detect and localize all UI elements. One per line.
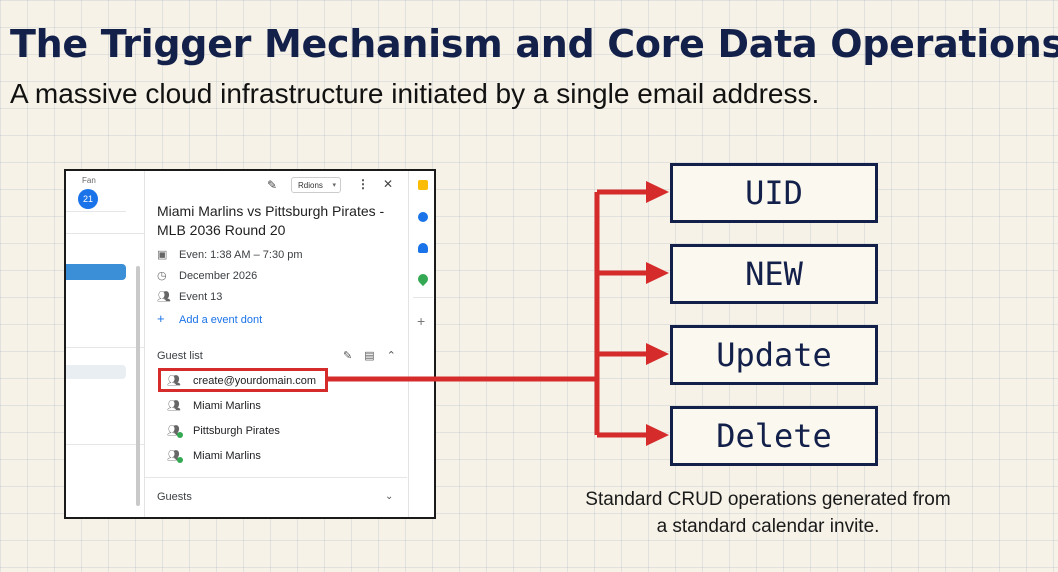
options-dropdown[interactable]: Rdions ▾ [291,177,341,193]
event-title: Miami Marlins vs Pittsburgh Pirates - ML… [157,203,385,238]
chevron-up-icon[interactable]: ⌃ [386,350,396,362]
divider [66,444,144,445]
event-date-row: ◷ December 2026 [157,269,257,282]
calendar-event-window: Fan 21 ✎ Rdions ▾ ⋮ ✕ Miami Marlins vs P… [64,169,436,519]
clock-icon: ◷ [157,270,167,282]
plus-icon: + [157,311,165,326]
edit-icon[interactable]: ✎ [343,350,353,362]
arrowhead [646,262,669,284]
guest-name: Miami Marlins [193,400,261,412]
arrowhead [646,424,669,446]
guests-section-label[interactable]: Guests [157,491,192,503]
page-title: The Trigger Mechanism and Core Data Oper… [10,22,1058,66]
more-vert-icon[interactable]: ⋮ [357,177,369,191]
guest-name: Miami Marlins [193,450,261,462]
operation-box-delete: Delete [670,406,878,466]
online-status-dot [177,432,183,438]
divider [66,347,144,348]
chevron-down-icon: ▾ [332,182,336,189]
guest-list-actions: ✎ ▤ ⌃ [331,349,396,362]
add-event-row[interactable]: + Add a event dont [157,311,262,326]
arrowhead [646,343,669,365]
crud-caption: Standard CRUD operations generated from … [585,489,951,537]
event-time: Even: 1:38 AM – 7:30 pm [179,249,303,261]
add-addon-icon[interactable]: + [417,313,426,329]
person-icon: 👥︎ [167,424,193,438]
event-time-row: ▣ Even: 1:38 AM – 7:30 pm [157,248,303,261]
calendar-day-column: Fan 21 [66,171,145,517]
calendar-event-block[interactable] [66,365,126,379]
divider [413,297,433,298]
event-count-row: 👥︎ Event 13 [157,290,222,303]
scrollbar[interactable] [136,266,140,506]
event-detail-panel: ✎ Rdions ▾ ⋮ ✕ Miami Marlins vs Pittsbur… [145,171,407,517]
people-icon: 👥︎ [157,291,171,303]
divider [66,233,144,234]
guest-row[interactable]: 👥︎Miami Marlins [167,449,261,463]
operation-box-new: NEW [670,244,878,304]
operation-box-uid: UID [670,163,878,223]
add-event-label: Add a event dont [179,314,263,326]
day-badge[interactable]: 21 [78,189,98,209]
operation-box-update: Update [670,325,878,385]
guest-name: Pittsburgh Pirates [193,425,280,437]
arrowhead [646,181,669,203]
person-icon: 👥︎ [167,449,193,463]
close-icon[interactable]: ✕ [383,177,394,191]
calendar-event-block[interactable] [66,264,126,280]
event-count: Event 13 [179,291,223,303]
guest-name: create@yourdomain.com [193,375,317,387]
contacts-icon[interactable] [418,243,428,253]
divider [145,477,407,478]
guest-row[interactable]: 👥︎ create@yourdomain.com [167,374,316,387]
chevron-down-icon[interactable]: ⌄ [385,491,394,502]
divider [66,211,126,212]
keep-icon[interactable] [418,180,428,190]
tasks-icon[interactable] [418,212,428,222]
side-apps-rail: + [408,171,434,517]
page-subtitle: A massive cloud infrastructure initiated… [10,78,820,109]
person-icon: 👥︎ [167,375,181,387]
email-icon[interactable]: ▤ [364,350,375,362]
pencil-icon[interactable]: ✎ [267,178,278,192]
guest-row[interactable]: 👥︎ Miami Marlins [167,399,261,412]
person-icon: 👥︎ [167,400,181,412]
guest-row[interactable]: 👥︎Pittsburgh Pirates [167,424,280,438]
event-date: December 2026 [179,270,258,282]
calendar-icon: ▣ [157,249,168,261]
online-status-dot [177,457,183,463]
month-label: Fan [82,176,96,185]
guest-list-header: Guest list [157,350,203,362]
options-label: Rdions [298,181,323,190]
